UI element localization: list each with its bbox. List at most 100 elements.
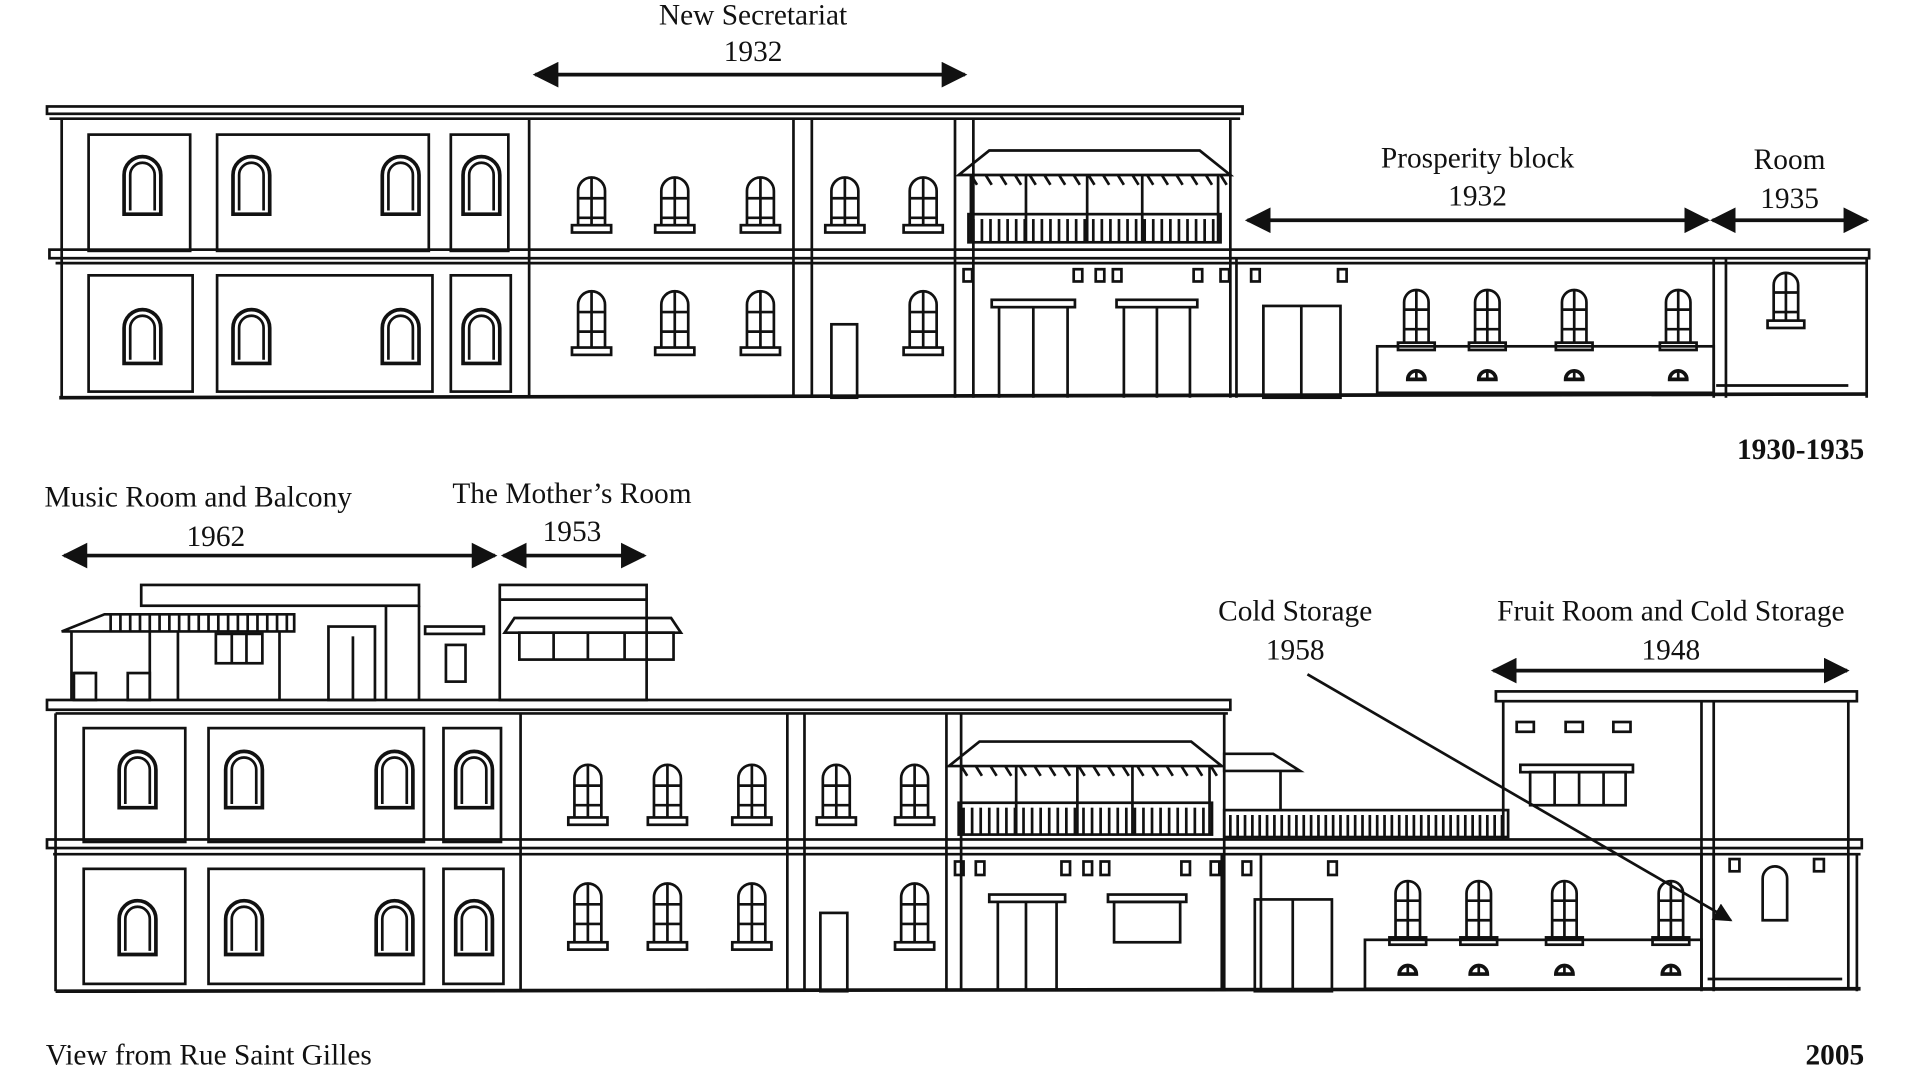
round-top-window (380, 154, 421, 216)
small-window (974, 860, 986, 877)
round-top-window (231, 154, 272, 216)
window-frame (230, 756, 258, 804)
parapet (72, 671, 98, 702)
window-sill (646, 940, 689, 951)
balcony-fringe (1048, 765, 1057, 777)
small-window (1249, 267, 1262, 283)
year-fruit-room: 1948 (1642, 635, 1701, 667)
round-top-window (117, 898, 158, 957)
wall-panel (449, 273, 513, 393)
round-top-window (461, 154, 502, 216)
mothers-room-awning (502, 616, 684, 635)
wall-panel (215, 133, 431, 253)
balcony-fringe (999, 174, 1008, 186)
wall-panel (87, 273, 194, 393)
side-awning (1222, 752, 1305, 773)
balcony-fringe (1160, 174, 1170, 186)
window-frame (128, 314, 157, 360)
round-top-window (374, 749, 415, 810)
year-music-room: 1962 (187, 521, 246, 553)
balcony-fringe (1004, 765, 1013, 777)
rooftop-window (423, 625, 486, 636)
small-window (1515, 720, 1536, 734)
window-sill (570, 223, 613, 234)
round-top-window (122, 307, 163, 366)
balcony-fringe (1033, 765, 1042, 777)
window-sill (653, 223, 696, 234)
balcony-fringe (1194, 765, 1204, 777)
door (830, 322, 859, 400)
balcony-roof (954, 149, 1235, 177)
pointer-arrow-cold-storage (1306, 673, 1733, 922)
small-window (1326, 860, 1339, 877)
window-sill (902, 223, 945, 234)
small-window (1564, 720, 1585, 734)
ground-line (59, 392, 1867, 400)
balcony-fringe (1136, 765, 1145, 777)
small-window (1612, 720, 1632, 734)
round-top-window (223, 898, 265, 957)
small-window (1209, 860, 1221, 877)
year-cold-storage: 1958 (1266, 635, 1325, 667)
door-lintel (1115, 298, 1199, 309)
balcony-fringe (1101, 174, 1111, 186)
low-wall (1375, 344, 1716, 395)
window-sill (653, 346, 696, 357)
door-lintel (987, 893, 1067, 904)
window-frame (467, 161, 496, 211)
window-sill (1766, 319, 1806, 330)
balcony-fringe (1072, 174, 1081, 186)
small-window (1094, 267, 1106, 283)
pergola-roof (61, 612, 296, 633)
balcony-fringe (1087, 174, 1096, 186)
label-fruit-room: Fruit Room and Cold Storage (1497, 595, 1844, 627)
balcony-roof (945, 740, 1226, 768)
balcony-fringe (1116, 174, 1126, 186)
window-sill (815, 816, 858, 827)
balcony-fringe (1062, 765, 1072, 777)
label-new-secretariat: New Secretariat (659, 0, 847, 31)
window-frame (380, 756, 409, 804)
balcony-fringe (1077, 765, 1086, 777)
year-mothers-room: 1953 (543, 516, 602, 548)
balcony-fringe (1092, 765, 1101, 777)
blocked-window (1761, 865, 1789, 922)
mothers-room-window (518, 631, 675, 661)
window-sill (566, 816, 609, 827)
round-top-window (122, 154, 163, 216)
balcony-fringe (1180, 765, 1189, 777)
period-label-2005: 2005 (1806, 1040, 1865, 1072)
wall-panel (442, 867, 505, 986)
balcony-fringe (1121, 765, 1130, 777)
balcony-fringe (1209, 765, 1219, 777)
window-sill (893, 940, 936, 951)
window-frame (128, 161, 157, 211)
window-sill (893, 816, 936, 827)
rooftop-room (139, 583, 421, 608)
small-window (1180, 860, 1192, 877)
wall-panel (87, 133, 192, 253)
door-lintel (990, 298, 1077, 309)
floor-band (45, 838, 1864, 850)
window-sill (570, 346, 613, 357)
label-room: Room (1754, 144, 1826, 176)
cornice (45, 105, 1244, 116)
parapet (126, 671, 152, 702)
round-top-window (453, 898, 495, 957)
balcony-fringe (1106, 765, 1116, 777)
period-label-1930-1935: 1930-1935 (1737, 434, 1864, 466)
year-room: 1935 (1760, 183, 1819, 215)
terrace-railing (1222, 808, 1510, 839)
balcony-fringe (1013, 174, 1023, 186)
balcony-fringe (1145, 174, 1155, 186)
label-prosperity-block: Prosperity block (1381, 143, 1575, 175)
small-window (1219, 267, 1231, 283)
window-opening (1112, 900, 1182, 944)
window-sill (739, 223, 782, 234)
balcony-fringe (1057, 174, 1067, 186)
round-top-window (453, 749, 495, 810)
window-sill (823, 223, 866, 234)
small-window (953, 860, 965, 877)
cornice (45, 698, 1232, 712)
